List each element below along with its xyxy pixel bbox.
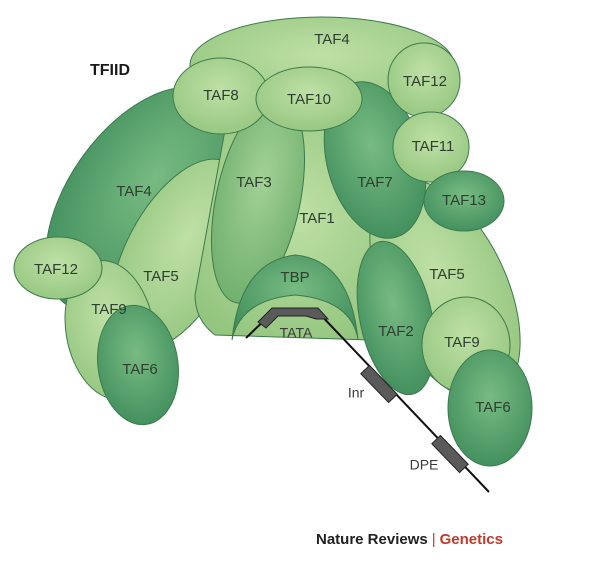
label-dpe: DPE: [410, 457, 439, 473]
label-inr: Inr: [348, 385, 365, 401]
label-taf6-right: TAF6: [475, 399, 511, 416]
label-taf11: TAF11: [412, 138, 455, 155]
label-taf13: TAF13: [442, 192, 486, 209]
tbp-shape: [231, 254, 359, 341]
label-tbp: TBP: [280, 269, 309, 286]
label-taf12-top: TAF12: [403, 73, 447, 90]
taf6-left-shape: [97, 304, 179, 426]
label-taf6-left: TAF6: [122, 361, 158, 378]
dpe-element: [431, 434, 469, 474]
taf6-right-shape: [447, 349, 533, 467]
label-taf5-left: TAF5: [143, 268, 179, 285]
taf11-shape: [392, 111, 470, 183]
label-taf12-left: TAF12: [34, 261, 78, 278]
label-taf9-left: TAF9: [91, 301, 127, 318]
label-taf9-right: TAF9: [444, 334, 480, 351]
journal-credit: Nature Reviews|Genetics: [316, 531, 503, 548]
label-taf4-left: TAF4: [116, 183, 152, 200]
label-taf7: TAF7: [357, 174, 393, 191]
label-taf4-top: TAF4: [314, 31, 350, 48]
label-tata: TATA: [280, 325, 313, 341]
tata-box: [257, 307, 330, 329]
inr-element: [360, 364, 398, 404]
taf12-left-shape: [13, 236, 103, 300]
label-taf2: TAF2: [378, 323, 414, 340]
label-taf1: TAF1: [299, 210, 335, 227]
label-taf8: TAF8: [203, 87, 239, 104]
taf2-shape: [356, 240, 436, 396]
journal-name: Nature Reviews: [316, 531, 428, 548]
label-taf3: TAF3: [236, 174, 272, 191]
diagram-title: TFIID: [90, 62, 130, 79]
dna-strand: [245, 307, 490, 493]
credit-separator: |: [431, 531, 436, 548]
label-taf5-right: TAF5: [429, 266, 465, 283]
journal-section: Genetics: [439, 531, 503, 548]
taf13-shape: [423, 170, 505, 232]
taf10-shape: [255, 66, 363, 132]
label-taf10: TAF10: [287, 91, 331, 108]
